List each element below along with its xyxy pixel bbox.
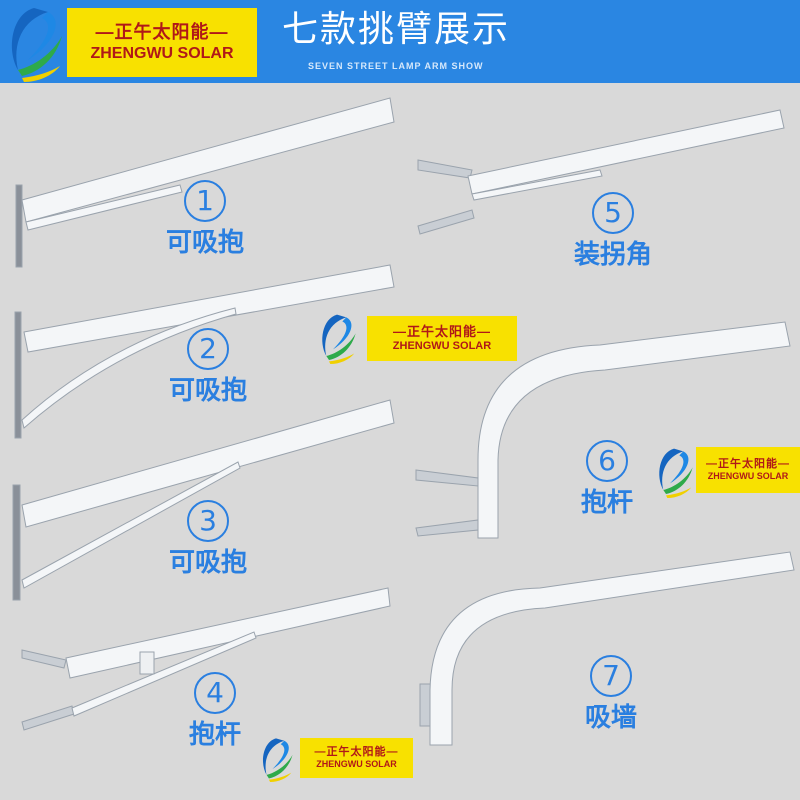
brand-logo-icon <box>11 8 62 82</box>
arm-2-name: 可吸抱 <box>168 376 247 406</box>
watermark-brand-en: ZHENGWU SOLAR <box>392 339 492 352</box>
brand-name-cn: —正午太阳能— <box>95 22 229 43</box>
watermark-brand-cn: —正午太阳能— <box>314 746 399 758</box>
arm-1-image <box>15 97 395 268</box>
watermark-logo-icon <box>262 738 293 782</box>
arm-6-label: 6 抱杆 <box>562 440 652 520</box>
page-subtitle: SEVEN STREET LAMP ARM SHOW <box>308 61 484 71</box>
arm-4-image <box>21 587 391 731</box>
arm-7-number: 7 <box>590 655 632 697</box>
brand-badge: —正午太阳能— ZHENGWU SOLAR <box>67 8 257 77</box>
watermark-brand-en: ZHENGWU SOLAR <box>316 759 397 770</box>
arm-7-label: 7 吸墙 <box>566 655 656 735</box>
arm-1-number: 1 <box>184 180 226 222</box>
arm-3-number: 3 <box>187 500 229 542</box>
page-title: 七款挑臂展示 <box>282 9 511 50</box>
watermark-logo-icon <box>659 448 693 498</box>
watermark-logo-icon <box>322 314 356 364</box>
arm-2-image <box>14 264 395 439</box>
arm-3-label: 3 可吸抱 <box>153 500 263 580</box>
arm-4-label: 4 抱杆 <box>170 672 260 752</box>
header-banner: —正午太阳能— ZHENGWU SOLAR 七款挑臂展示 SEVEN STREE… <box>0 0 800 83</box>
arm-3-image <box>12 399 395 601</box>
arm-5-number: 5 <box>592 192 634 234</box>
arm-6-image <box>415 321 791 539</box>
arm-1-label: 1 可吸抱 <box>150 180 260 260</box>
brand-name-en: ZHENGWU SOLAR <box>90 44 234 62</box>
watermark-brand-cn: —正午太阳能— <box>392 324 491 340</box>
watermark-brand-cn: —正午太阳能— <box>706 458 790 470</box>
arm-4-number: 4 <box>194 672 236 714</box>
arm-5-name: 装拐角 <box>573 240 652 270</box>
arm-2-label: 2 可吸抱 <box>153 328 263 408</box>
arm-4-name: 抱杆 <box>188 720 241 750</box>
watermark-brand-badge: —正午太阳能— ZHENGWU SOLAR <box>367 316 517 361</box>
arm-7-name: 吸墙 <box>584 703 637 733</box>
arm-3-name: 可吸抱 <box>168 548 247 578</box>
watermark-brand-badge: —正午太阳能— ZHENGWU SOLAR <box>300 738 413 778</box>
arm-5-image <box>417 109 785 235</box>
arm-7-image <box>419 551 795 746</box>
arm-6-number: 6 <box>586 440 628 482</box>
arm-1-name: 可吸抱 <box>165 228 244 258</box>
arm-6-name: 抱杆 <box>580 488 633 518</box>
watermark-brand-en: ZHENGWU SOLAR <box>707 471 789 482</box>
arm-5-label: 5 装拐角 <box>558 192 668 272</box>
arm-2-number: 2 <box>187 328 229 370</box>
watermark-brand-badge: —正午太阳能— ZHENGWU SOLAR <box>696 447 800 493</box>
